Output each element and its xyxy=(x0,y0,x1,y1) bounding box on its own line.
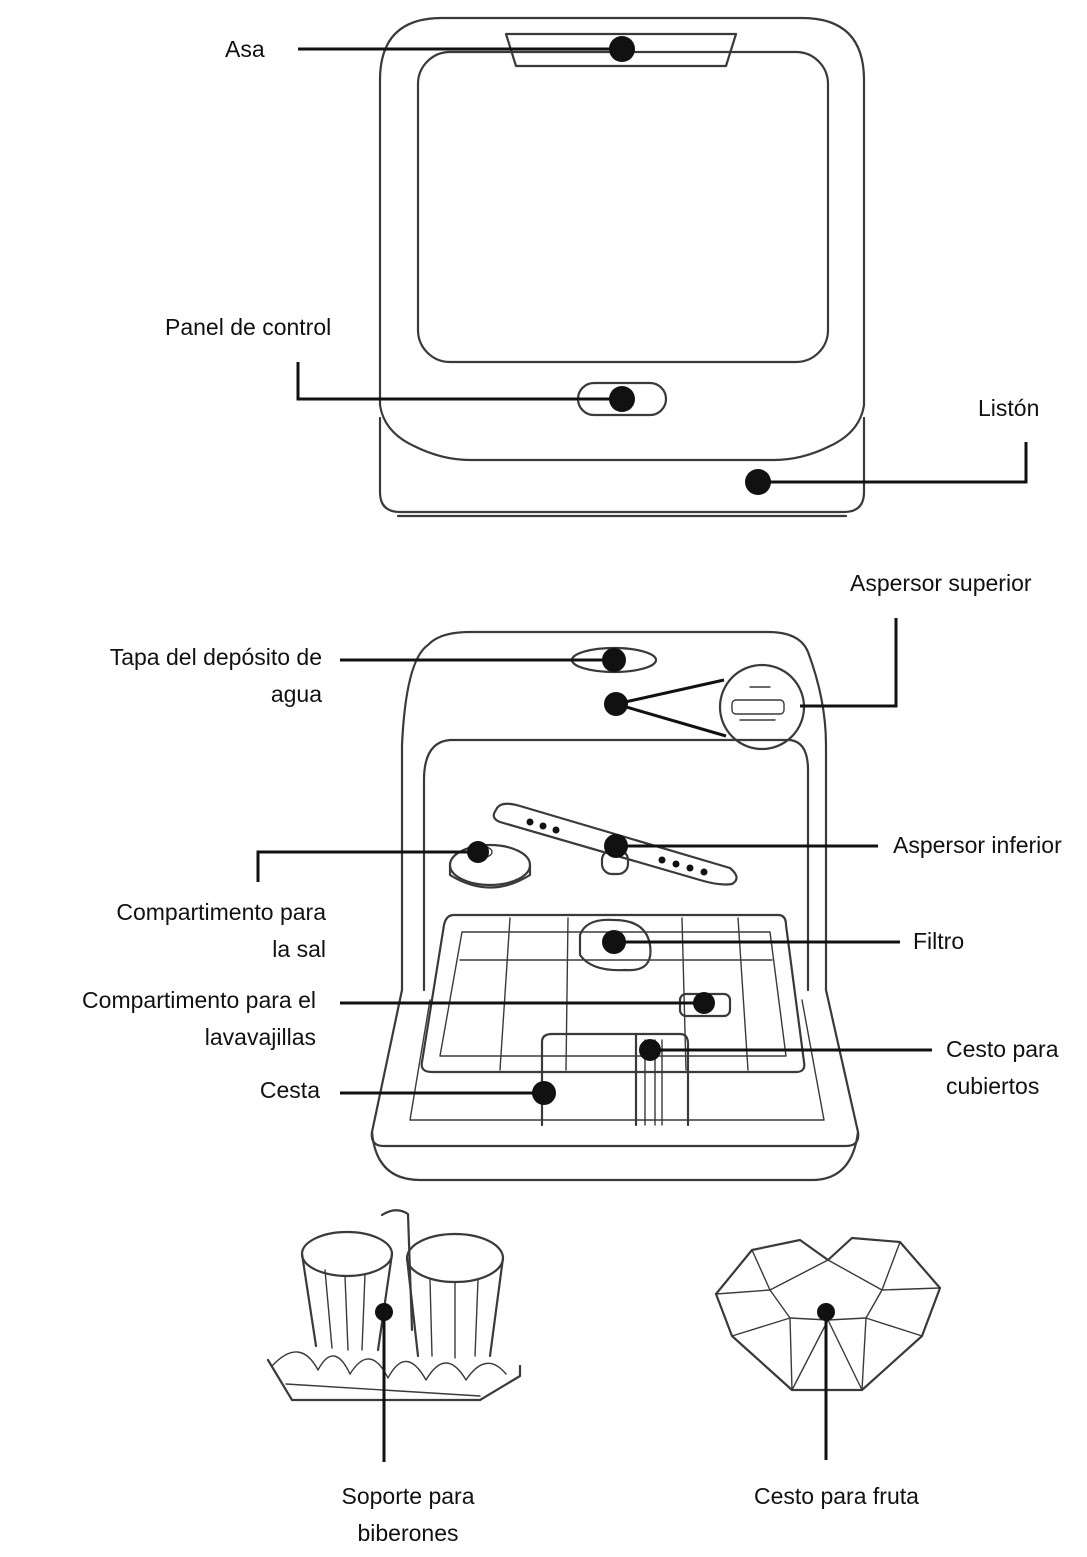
leader-lines xyxy=(256,47,1028,1462)
dot-sal xyxy=(467,841,489,863)
door-lower-edge xyxy=(378,403,866,462)
leader-sal xyxy=(256,850,478,882)
handle-shape xyxy=(504,32,738,68)
dot-aspersor-superior xyxy=(604,692,628,716)
open-door-tray xyxy=(370,988,860,1148)
dot-panel xyxy=(609,386,635,412)
inner-tub-outline xyxy=(422,738,810,992)
door-window xyxy=(416,50,830,364)
lower-spray-arm-shape xyxy=(492,802,738,886)
label-soporte-biberones: Soporte para biberones xyxy=(341,1483,475,1546)
leader-zoom-bottom xyxy=(615,702,727,738)
label-panel-de-control: Panel de control xyxy=(165,314,332,340)
label-tapa-deposito: Tapa del depósito de agua xyxy=(109,644,322,707)
dot-tapa xyxy=(602,648,626,672)
dot-lavavajillas xyxy=(693,992,715,1014)
label-cesto-fruta: Cesto para fruta xyxy=(754,1483,919,1509)
dot-liston xyxy=(745,469,771,495)
label-compartimento-sal: Compartimento para la sal xyxy=(116,899,326,962)
dot-asa xyxy=(609,36,635,62)
label-aspersor-superior: Aspersor superior xyxy=(850,570,1032,596)
label-filtro: Filtro xyxy=(913,928,965,954)
open-body-outline xyxy=(400,630,828,992)
upper-sprayer-detail xyxy=(731,699,785,715)
dot-filtro xyxy=(602,930,626,954)
dot-soporte xyxy=(375,1303,393,1321)
cutlery-basket-shape xyxy=(540,1032,690,1127)
callout-dots xyxy=(375,36,835,1321)
dot-cesta xyxy=(532,1081,556,1105)
label-liston: Listón xyxy=(978,395,1040,421)
base-plinth xyxy=(378,416,866,514)
closed-dishwasher xyxy=(378,16,866,518)
bottle-holder-shape xyxy=(266,1209,522,1402)
label-aspersor-inferior: Aspersor inferior xyxy=(893,832,1062,858)
leader-panel xyxy=(296,362,622,401)
label-asa: Asa xyxy=(225,36,265,62)
leader-zoom-top xyxy=(615,678,725,706)
leader-aspersor-superior xyxy=(800,618,898,708)
label-cesta: Cesta xyxy=(259,1077,320,1103)
dot-cesto-fruta xyxy=(817,1303,835,1321)
leader-liston xyxy=(758,442,1028,484)
label-compartimento-lavavajillas: Compartimento para el lavavajillas xyxy=(82,987,316,1050)
open-door-bottom xyxy=(370,1130,860,1182)
filter-shape xyxy=(578,918,652,972)
label-cesto-cubiertos: Cesto para cubiertos xyxy=(946,1036,1059,1099)
dishwasher-body-outline xyxy=(378,16,866,407)
dot-cesto-cubiertos xyxy=(639,1039,661,1061)
dot-aspersor-inferior xyxy=(604,834,628,858)
